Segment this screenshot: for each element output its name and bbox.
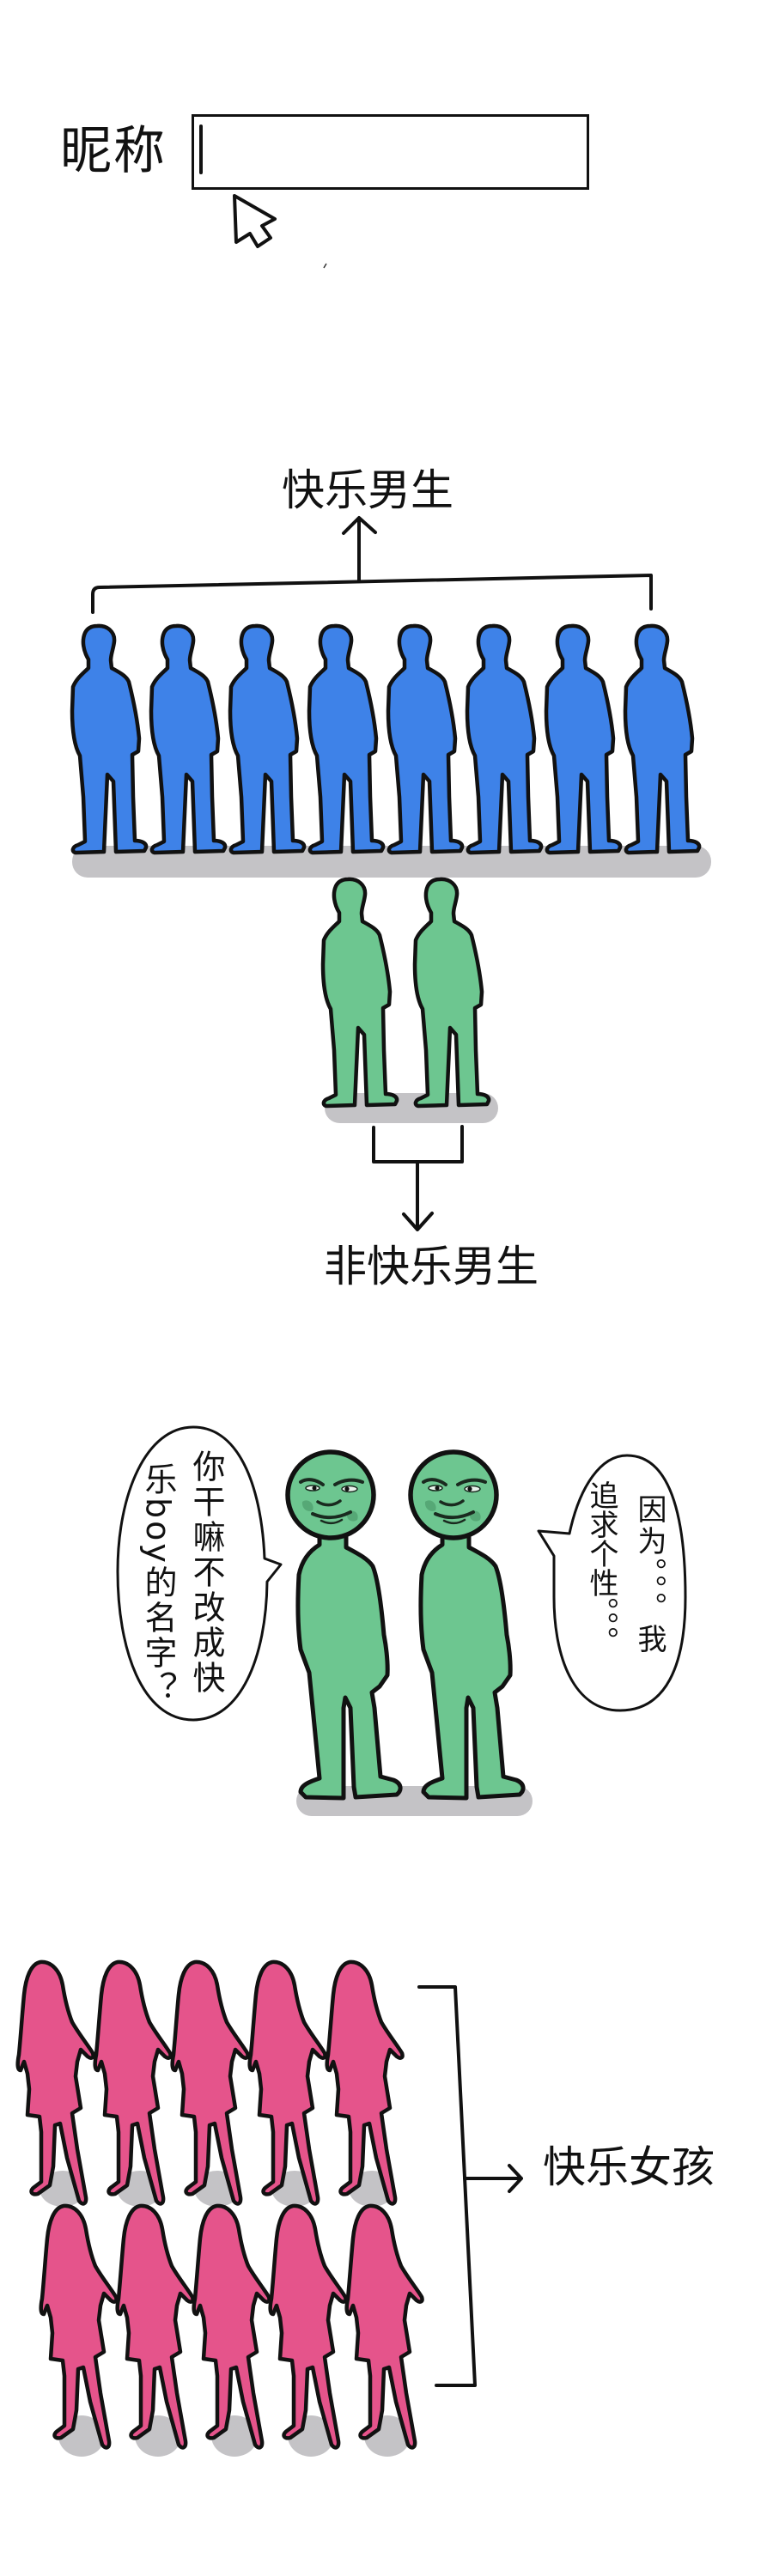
male-silhouette — [625, 626, 699, 853]
boy-figure — [414, 878, 491, 1110]
boy-figure — [308, 625, 386, 857]
female-silhouette — [327, 1962, 403, 2204]
male-silhouette — [415, 879, 489, 1106]
girl-figure — [93, 1960, 174, 2209]
male-silhouette-icon — [150, 625, 228, 857]
male-silhouette — [309, 626, 383, 853]
girl-figure — [268, 2204, 350, 2457]
meme-face-man — [288, 1452, 400, 1798]
female-silhouette — [173, 1962, 248, 2204]
male-silhouette-icon — [71, 625, 149, 857]
girl-figure — [39, 2204, 120, 2457]
boy-figure — [545, 625, 623, 857]
boy-figure — [229, 625, 307, 857]
girl-figure — [115, 2204, 197, 2457]
male-silhouette — [323, 879, 397, 1106]
happy-boys-bracket — [91, 574, 653, 614]
happy-boys-label: 快乐男生 — [282, 465, 453, 515]
right-bubble-line-2: 追求个性。。。 — [584, 1480, 618, 1656]
right-arrow-icon — [463, 2164, 523, 2193]
male-silhouette-icon — [229, 625, 307, 857]
boy-figure — [322, 878, 399, 1110]
male-silhouette-icon — [387, 625, 465, 857]
meme-face-man-icon — [406, 1450, 526, 1802]
girl-figure — [344, 2204, 426, 2457]
male-silhouette-icon — [322, 878, 399, 1110]
boy-figure — [71, 625, 149, 857]
girl-figure — [247, 1960, 329, 2209]
nickname-label: 昵称 — [60, 121, 167, 181]
female-silhouette-icon — [325, 1960, 406, 2207]
boy-figure — [466, 625, 544, 857]
text-caret — [199, 125, 203, 174]
left-bubble-line-2: 乐boy的名字？ — [139, 1462, 177, 1706]
female-silhouette — [18, 1962, 94, 2204]
happy-girls-bracket — [417, 1985, 477, 2387]
female-silhouette-icon — [344, 2204, 426, 2457]
male-silhouette — [230, 626, 304, 853]
not-happy-boys-bracket — [372, 1125, 464, 1163]
male-silhouette-icon — [308, 625, 386, 857]
female-silhouette-icon — [247, 1960, 329, 2207]
male-silhouette — [546, 626, 620, 853]
girl-figure — [170, 1960, 252, 2209]
meme-face-figure — [283, 1450, 404, 1802]
female-silhouette — [95, 1962, 171, 2204]
female-silhouette-icon — [268, 2204, 350, 2457]
male-silhouette — [467, 626, 541, 853]
female-silhouette-icon — [170, 1960, 252, 2207]
boy-figure — [624, 625, 702, 857]
male-silhouette-icon — [414, 878, 491, 1110]
boy-figure — [387, 625, 465, 857]
male-silhouette — [151, 626, 225, 853]
up-arrow-icon — [342, 516, 377, 582]
meme-face-man — [411, 1452, 523, 1798]
female-silhouette — [118, 2206, 193, 2448]
meme-face-figure — [406, 1450, 526, 1802]
female-silhouette — [194, 2206, 270, 2448]
male-silhouette-icon — [545, 625, 623, 857]
down-arrow-icon — [402, 1160, 434, 1231]
male-silhouette — [388, 626, 462, 853]
girl-figure — [15, 1960, 97, 2209]
mouse-pointer-arrow-icon — [233, 194, 277, 248]
female-silhouette — [41, 2206, 117, 2448]
female-silhouette-icon — [115, 2204, 197, 2457]
happy-girls-label: 快乐女孩 — [543, 2142, 715, 2192]
female-silhouette-icon — [192, 2204, 273, 2457]
boy-figure — [150, 625, 228, 857]
nickname-input[interactable] — [192, 114, 589, 190]
stray-mark — [323, 263, 327, 269]
female-silhouette-icon — [39, 2204, 120, 2457]
female-silhouette — [347, 2206, 423, 2448]
female-silhouette-icon — [15, 1960, 97, 2207]
male-silhouette-icon — [466, 625, 544, 857]
female-silhouette-icon — [93, 1960, 174, 2207]
male-silhouette — [72, 626, 146, 853]
girl-figure — [325, 1960, 406, 2209]
right-bubble-line-1: 因为。。。我 — [632, 1494, 666, 1656]
left-bubble-line-1: 你干嘛不改成快 — [187, 1449, 225, 1696]
meme-face-man-icon — [283, 1450, 404, 1802]
female-silhouette — [271, 2206, 346, 2448]
girl-figure — [192, 2204, 273, 2457]
female-silhouette — [250, 1962, 326, 2204]
male-silhouette-icon — [624, 625, 702, 857]
not-happy-boys-label: 非快乐男生 — [324, 1242, 539, 1291]
